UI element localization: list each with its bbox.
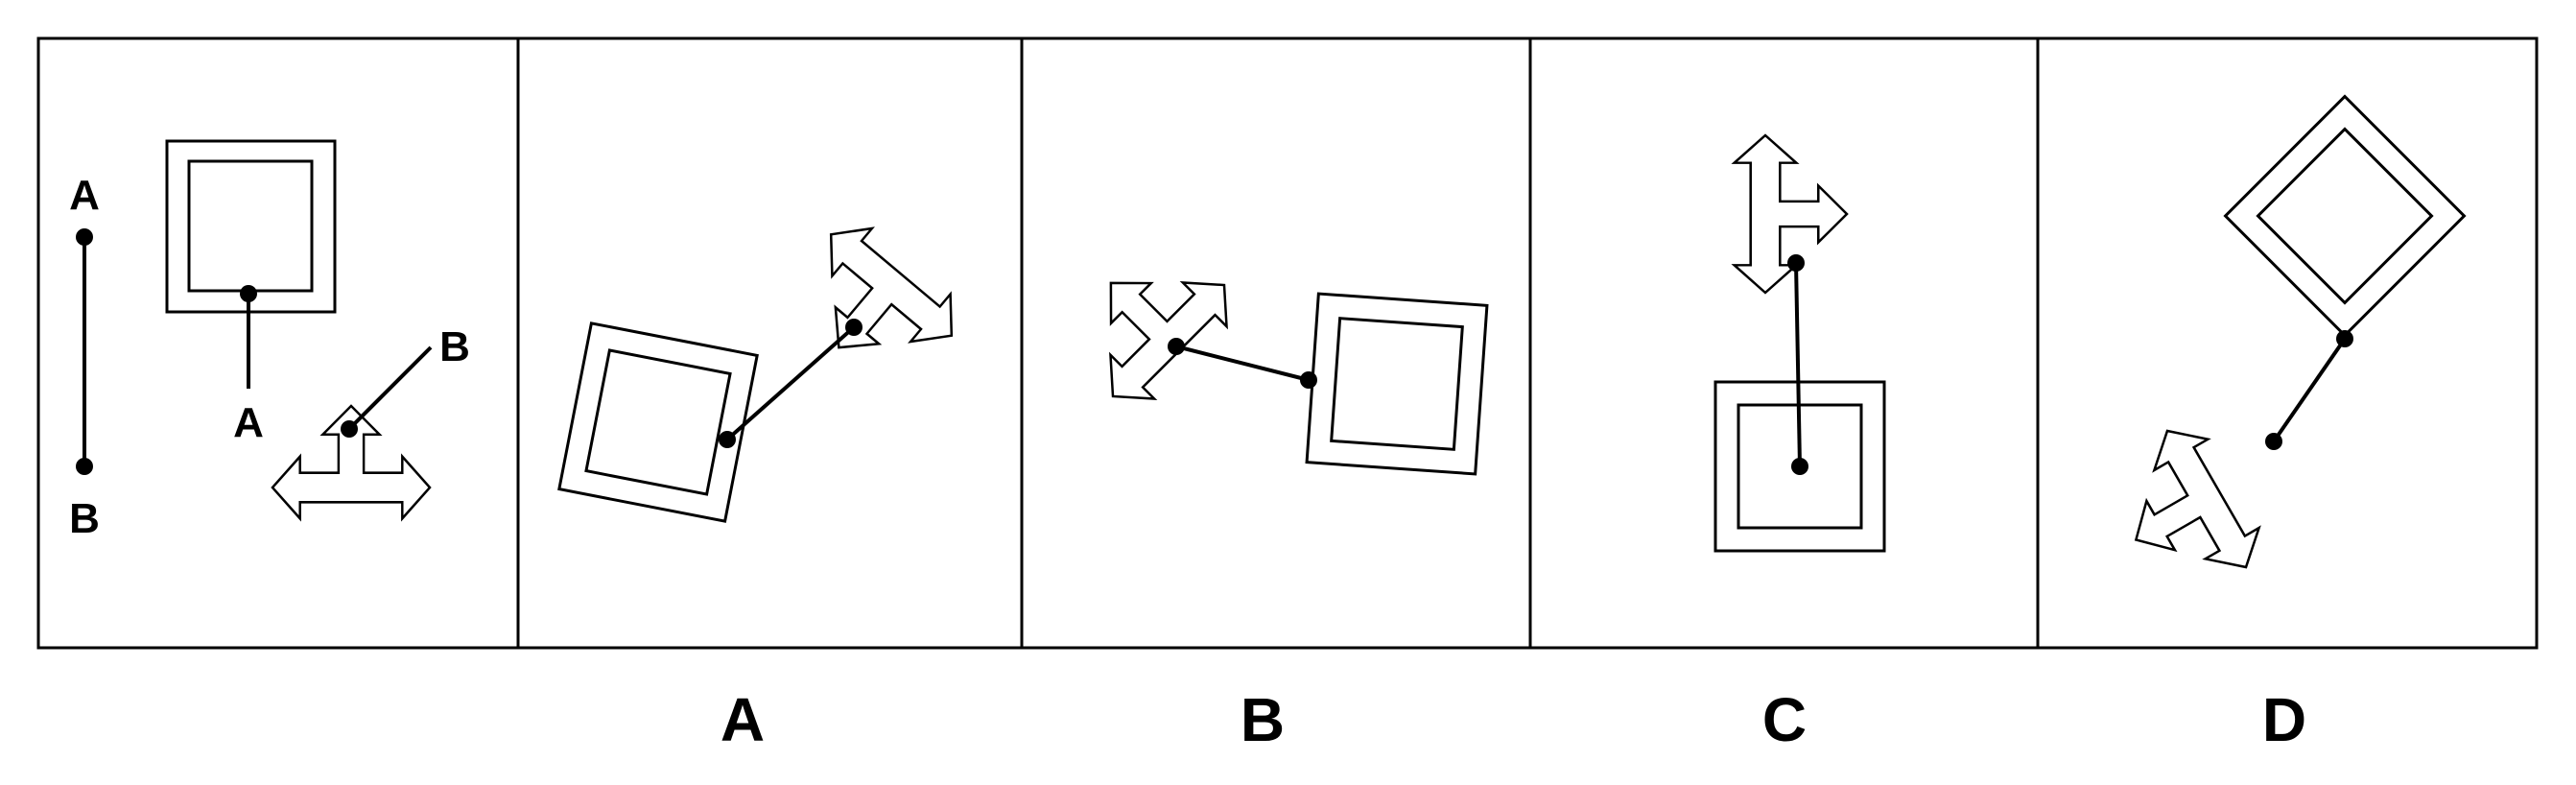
connector bbox=[1168, 338, 1317, 389]
three-way-arrow-icon bbox=[2095, 414, 2275, 609]
connector bbox=[719, 319, 863, 448]
three-way-arrow-icon bbox=[1053, 226, 1248, 420]
segment-end-label-bottom: B bbox=[69, 495, 100, 542]
option-b-figure bbox=[1053, 226, 1489, 476]
option-c-figure bbox=[1713, 133, 1886, 553]
panel-frame bbox=[36, 36, 2539, 650]
double-square-icon bbox=[557, 321, 759, 523]
double-square-icon bbox=[1305, 292, 1489, 476]
segment-end-label-top: A bbox=[69, 172, 100, 219]
double-square-icon bbox=[2224, 95, 2466, 337]
arrow-connector-label: B bbox=[439, 323, 470, 370]
reference-segment bbox=[76, 228, 93, 475]
connector bbox=[2265, 330, 2353, 450]
option-label-d: D bbox=[2262, 685, 2306, 754]
square-connector bbox=[240, 285, 257, 389]
option-label-b: B bbox=[1241, 685, 1285, 754]
option-a-figure bbox=[557, 209, 973, 523]
option-label-a: A bbox=[721, 685, 765, 754]
arrow-connector bbox=[341, 345, 433, 438]
option-d-figure bbox=[2095, 95, 2466, 609]
connector bbox=[1787, 254, 1808, 475]
reference-panel: A B A B bbox=[69, 139, 470, 542]
square-connector-label: A bbox=[233, 399, 264, 446]
option-label-c: C bbox=[1762, 685, 1807, 754]
